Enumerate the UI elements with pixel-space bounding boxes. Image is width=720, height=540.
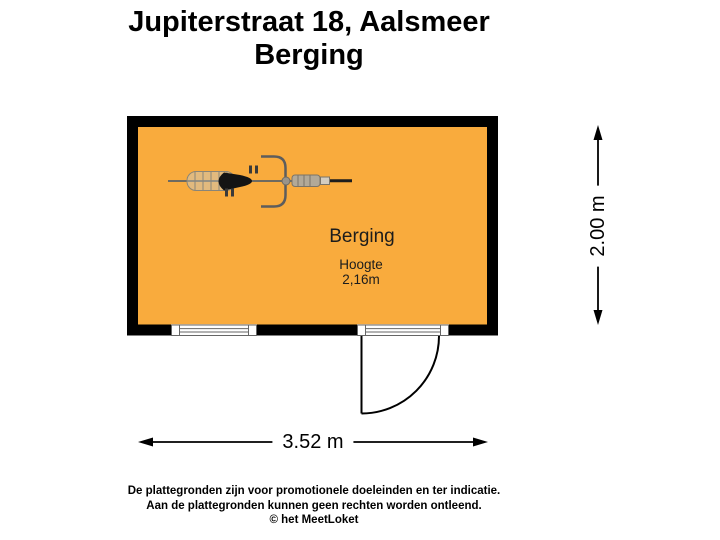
room-outline — [127, 116, 498, 336]
footer-disclaimer: De plattegronden zijn voor promotionele … — [128, 484, 501, 528]
window-icon — [171, 324, 257, 336]
bicycle-icon — [168, 155, 352, 208]
door-window-icon — [357, 324, 449, 336]
footer-line-1: De plattegronden zijn voor promotionele … — [127, 485, 501, 497]
footer-line-2: Aan de plattegronden kunnen geen rechten… — [146, 499, 482, 512]
bike-saddle — [218, 172, 252, 191]
width-dimension-label: 3.52 m — [272, 428, 354, 456]
door-swing-icon — [360, 335, 440, 415]
room-height-label: Hoogte — [339, 257, 383, 272]
title-address: Jupiterstraat 18, Aalsmeer — [128, 6, 490, 38]
page-title: Jupiterstraat 18, Aalsmeer Berging — [128, 6, 490, 72]
room-height-value: 2,16m — [342, 272, 380, 287]
room-name-label: Berging — [329, 226, 395, 247]
title-room: Berging — [254, 39, 364, 71]
footer-copyright: © het MeetLoket — [269, 514, 359, 526]
height-dimension-label: 2.00 m — [584, 185, 612, 267]
